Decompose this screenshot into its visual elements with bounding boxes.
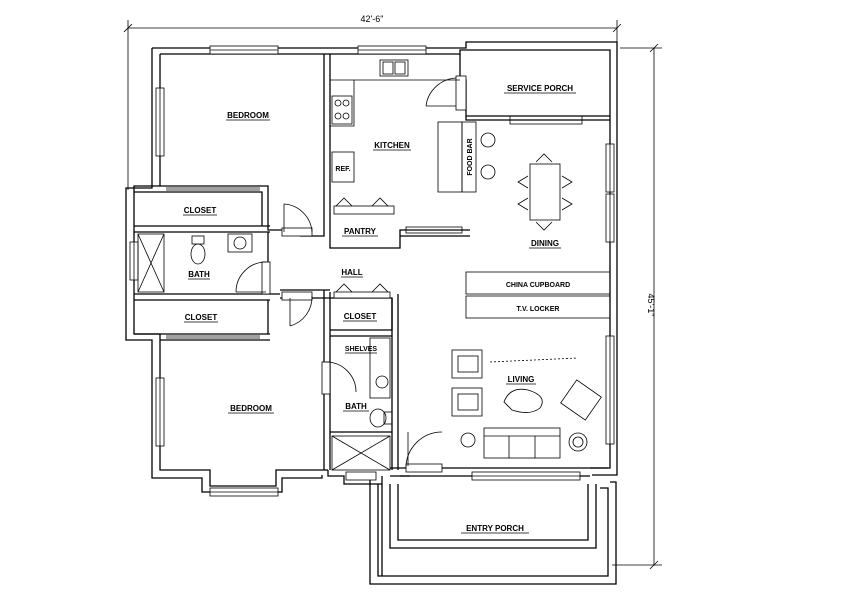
label-closet-mid: CLOSET <box>185 313 218 322</box>
label-hall: HALL <box>341 268 362 277</box>
label-food-bar: FOOD BAR <box>467 138 474 175</box>
label-pantry: PANTRY <box>344 227 377 236</box>
label-china-cupboard: CHINA CUPBOARD <box>506 282 570 289</box>
dining-table <box>517 153 573 231</box>
bath-fixtures <box>137 233 393 471</box>
label-entry-porch: ENTRY PORCH <box>466 524 524 533</box>
label-closet-top: CLOSET <box>184 206 217 215</box>
label-shelves: SHELVES <box>345 346 377 353</box>
label-underlines <box>183 92 576 534</box>
label-kitchen: KITCHEN <box>374 141 410 150</box>
kitchen-fixtures <box>330 59 496 234</box>
label-tv-locker: T.V. LOCKER <box>517 306 560 313</box>
label-service-porch: SERVICE PORCH <box>507 84 573 93</box>
label-ref: REF. <box>335 166 350 173</box>
label-bedroom-top: BEDROOM <box>227 111 269 120</box>
label-bath-right: BATH <box>345 402 367 411</box>
label-closet-hall: CLOSET <box>344 312 377 321</box>
windows <box>129 45 615 497</box>
height-dimension-label: 45'-1" <box>646 294 656 317</box>
dimension-lines <box>123 20 662 570</box>
label-bedroom-bottom: BEDROOM <box>230 404 272 413</box>
doors <box>166 75 467 473</box>
label-dining: DINING <box>531 239 559 248</box>
interior-walls <box>134 54 610 470</box>
room-labels: BEDROOM KITCHEN SERVICE PORCH FOOD BAR R… <box>184 84 573 533</box>
exterior-walls <box>125 41 618 493</box>
width-dimension-label: 42'-6" <box>361 14 384 24</box>
label-living: LIVING <box>508 375 535 384</box>
living-furniture <box>451 349 602 459</box>
entry-porch-walls <box>369 476 617 585</box>
built-ins <box>465 271 611 319</box>
label-bath-left: BATH <box>188 270 210 279</box>
